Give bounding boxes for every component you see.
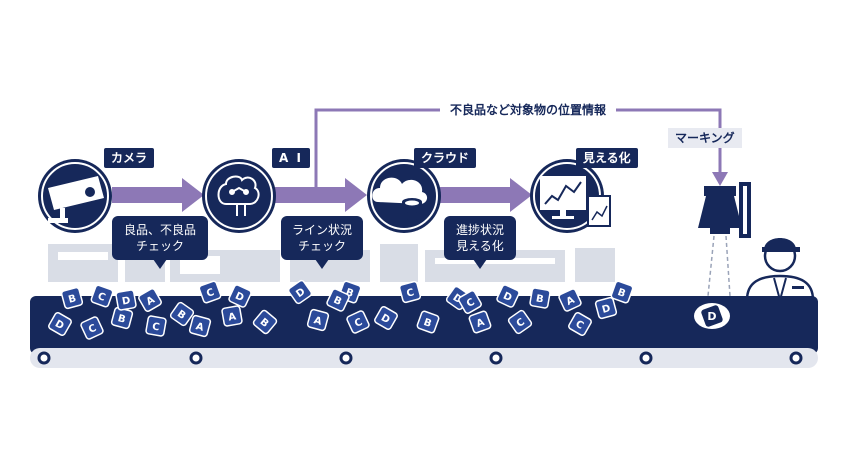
item-block: B xyxy=(169,301,195,327)
marked-item-letter: D xyxy=(707,310,716,323)
item-letter: B xyxy=(616,287,627,300)
item-block: B xyxy=(529,287,551,309)
marked-item: D xyxy=(694,303,730,329)
cloud-step xyxy=(367,159,441,233)
item-letter: C xyxy=(151,321,160,333)
item-block: B xyxy=(326,288,350,312)
item-letter: A xyxy=(565,295,577,308)
line-status-line2: チェック xyxy=(297,239,346,253)
item-block: D xyxy=(496,284,520,308)
line-status-bubble: ライン状況 チェック xyxy=(281,216,363,269)
item-letter: B xyxy=(67,293,77,306)
item-block: C xyxy=(90,284,114,308)
item-letter: B xyxy=(117,313,127,326)
quality-check-bubble: 良品、不良品 チェック xyxy=(112,216,208,269)
item-letter: D xyxy=(601,303,612,316)
item-block: C xyxy=(458,290,482,314)
item-letter: C xyxy=(573,319,585,332)
quality-check-line2: チェック xyxy=(135,239,184,253)
belt-roller xyxy=(489,351,503,365)
belt-roller xyxy=(189,351,203,365)
item-block: D xyxy=(374,306,398,330)
item-block: B xyxy=(416,310,440,334)
marking-label: マーキング xyxy=(668,128,742,148)
dashboard-step xyxy=(530,159,611,233)
progress-bubble: 進捗状況 見える化 xyxy=(444,216,516,269)
item-block: C xyxy=(398,280,422,304)
item-letter: C xyxy=(205,287,216,300)
item-letter: B xyxy=(422,317,433,330)
camera-tag: カメラ xyxy=(104,148,155,168)
feedback-arrowhead xyxy=(712,172,728,186)
item-letter: A xyxy=(227,311,237,323)
progress-line2: 見える化 xyxy=(456,239,504,253)
item-letter: B xyxy=(344,287,355,300)
item-block: C xyxy=(568,312,592,336)
item-block: D xyxy=(115,289,137,311)
item-letter: A xyxy=(312,315,323,328)
item-block: A xyxy=(306,308,330,332)
item-letter: B xyxy=(332,295,344,308)
item-block: C xyxy=(346,310,370,334)
item-block: D xyxy=(228,284,252,308)
item-block: A xyxy=(138,288,162,312)
item-block: B xyxy=(610,280,634,304)
quality-check-line1: 良品、不良品 xyxy=(123,223,196,237)
item-block: A xyxy=(188,314,212,338)
cloud-icon xyxy=(372,177,428,220)
ai-step xyxy=(202,159,276,233)
ai-brain-icon xyxy=(217,175,260,216)
item-block: C xyxy=(80,316,104,340)
item-letter: B xyxy=(535,293,544,305)
item-block: D xyxy=(48,312,72,336)
dashboard-icon xyxy=(540,176,611,227)
item-letter: C xyxy=(465,297,477,310)
item-letter: A xyxy=(475,317,486,330)
item-block: D xyxy=(594,296,618,320)
item-letter: C xyxy=(96,291,107,304)
item-block: C xyxy=(145,315,167,337)
item-letter: D xyxy=(121,295,131,307)
item-block: C xyxy=(507,309,533,335)
progress-line1: 進捗状況 xyxy=(455,223,504,237)
item-letter: C xyxy=(87,323,98,336)
ai-tag: A I xyxy=(272,148,310,168)
dashboard-tag: 見える化 xyxy=(576,148,638,168)
item-block: A xyxy=(221,305,243,327)
camera-icon xyxy=(48,176,104,223)
item-block: A xyxy=(558,288,582,312)
item-letter: A xyxy=(194,321,205,334)
belt-roller xyxy=(37,351,51,365)
worker-figure xyxy=(745,238,815,304)
belt-roller xyxy=(339,351,353,365)
belt-roller xyxy=(789,351,803,365)
item-letter: C xyxy=(405,287,415,300)
camera-step xyxy=(38,159,112,233)
item-block: B xyxy=(60,286,84,310)
marking-device xyxy=(698,182,751,297)
item-block: A xyxy=(468,310,492,334)
line-status-line1: ライン状況 xyxy=(291,223,352,237)
cloud-tag: クラウド xyxy=(414,148,477,168)
process-arrows xyxy=(112,178,532,212)
feedback-label: 不良品など対象物の位置情報 xyxy=(440,99,617,121)
item-block: D xyxy=(287,279,313,305)
item-block: B xyxy=(252,309,278,335)
belt-rollers xyxy=(37,351,803,365)
belt-roller xyxy=(639,351,653,365)
item-letter: C xyxy=(353,317,364,330)
item-block: C xyxy=(198,280,222,304)
